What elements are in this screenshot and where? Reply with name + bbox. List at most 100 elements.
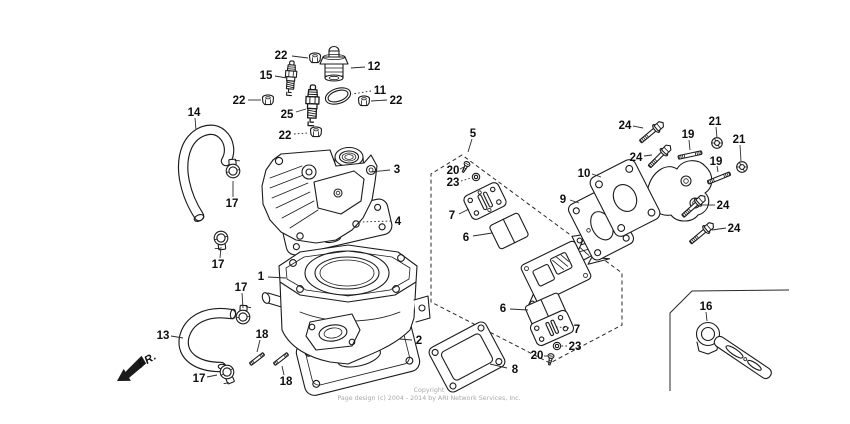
- part-number-20-28[interactable]: 20: [531, 350, 544, 362]
- part-number-9-31[interactable]: 9: [560, 194, 566, 206]
- part-number-7-26[interactable]: 7: [574, 324, 580, 336]
- fr-label: FR.: [136, 350, 159, 370]
- hose-clamp-17-c: [234, 303, 253, 325]
- cap-nut-21-b: [736, 161, 748, 173]
- wrench-inset-boundary: [669, 289, 790, 391]
- part-number-15-2[interactable]: 15: [260, 70, 273, 82]
- part-number-11-3[interactable]: 11: [374, 85, 387, 97]
- part-number-19-37[interactable]: 19: [710, 156, 723, 168]
- reed-valve-assembly-boundary: [430, 154, 623, 364]
- stud-19-a: [677, 150, 703, 160]
- leader-line-12-1: [350, 66, 366, 69]
- leader-line-20-21: [459, 166, 465, 170]
- part-number-22-7[interactable]: 22: [279, 130, 292, 142]
- reed-gasket-8-drawing: [428, 321, 506, 393]
- part-number-17-15[interactable]: 17: [226, 198, 239, 210]
- leader-line-3-8: [369, 169, 391, 173]
- leader-line-14-14: [194, 117, 197, 131]
- flange-nut-22-a: [308, 52, 322, 64]
- leader-line-17-17: [241, 292, 244, 309]
- part-number-18-13[interactable]: 18: [280, 376, 293, 388]
- leader-line-19-37: [716, 165, 719, 173]
- part-number-16-40[interactable]: 16: [700, 301, 713, 313]
- part-number-19-34[interactable]: 19: [682, 129, 695, 141]
- leader-line-11-3: [351, 90, 372, 95]
- leader-line-5-20: [467, 138, 473, 153]
- part-number-22-0[interactable]: 22: [275, 50, 288, 62]
- flange-bolt-24-d: [686, 219, 717, 247]
- leader-line-6-25: [509, 308, 529, 311]
- part-number-23-22[interactable]: 23: [447, 177, 460, 189]
- part-number-24-39[interactable]: 24: [728, 223, 741, 235]
- screw-20-b: [545, 352, 555, 366]
- part-number-7-23[interactable]: 7: [449, 210, 455, 222]
- water-hose-13-drawing: [178, 307, 237, 373]
- part-number-18-12[interactable]: 18: [256, 329, 269, 341]
- leader-line-10-30: [591, 173, 602, 178]
- leader-line-1-10: [267, 276, 287, 279]
- part-number-24-32[interactable]: 24: [619, 120, 632, 132]
- part-number-24-33[interactable]: 24: [630, 152, 643, 164]
- leader-line-22-5: [370, 99, 388, 102]
- part-number-6-24[interactable]: 6: [463, 232, 469, 244]
- flange-nut-22-c: [357, 95, 371, 107]
- part-number-20-21[interactable]: 20: [447, 165, 460, 177]
- part-number-10-30[interactable]: 10: [578, 168, 591, 180]
- part-number-21-36[interactable]: 21: [733, 134, 746, 146]
- leader-line-24-39: [711, 227, 727, 231]
- cylinder-1-drawing: [261, 244, 431, 365]
- part-number-17-16[interactable]: 17: [212, 259, 225, 271]
- leader-line-7-23: [458, 208, 470, 215]
- part-number-12-1[interactable]: 12: [368, 61, 381, 73]
- part-number-3-8[interactable]: 3: [394, 164, 400, 176]
- leader-line-15-2: [274, 75, 288, 79]
- spark-plug-25-drawing: [304, 84, 321, 127]
- copyright-line-1: Copyright: [414, 387, 445, 394]
- part-number-2-11[interactable]: 2: [416, 335, 422, 347]
- leader-line-8-29: [489, 363, 508, 369]
- flange-nut-22-d: [309, 126, 323, 138]
- leader-line-6-24: [472, 232, 493, 237]
- part-number-1-10[interactable]: 1: [258, 271, 265, 283]
- flange-nut-22-b: [261, 94, 275, 106]
- plug-wrench-16-drawing: [695, 321, 772, 380]
- part-number-4-9[interactable]: 4: [395, 216, 402, 228]
- part-number-8-29[interactable]: 8: [512, 364, 519, 376]
- leader-line-17-19: [206, 374, 218, 378]
- cap-nut-21-a: [711, 137, 723, 149]
- part-number-14-14[interactable]: 14: [188, 107, 201, 119]
- thermo-sensor-12-drawing: [319, 45, 349, 82]
- part-number-24-38[interactable]: 24: [717, 200, 730, 212]
- part-number-13-18[interactable]: 13: [157, 330, 170, 342]
- reed-plate-7-upper-drawing: [463, 182, 507, 220]
- leader-line-4-9: [359, 220, 392, 223]
- part-number-21-35[interactable]: 21: [709, 116, 722, 128]
- stud-18-b: [272, 351, 290, 367]
- front-direction-arrow-icon: FR.: [117, 350, 159, 381]
- part-number-22-5[interactable]: 22: [390, 95, 403, 107]
- reed-6-upper-drawing: [489, 212, 529, 250]
- part-number-17-19[interactable]: 17: [193, 373, 206, 385]
- leader-line-22-0: [291, 55, 309, 59]
- leader-line-25-6: [295, 108, 307, 113]
- leader-line-24-33: [643, 154, 653, 157]
- part-number-25-6[interactable]: 25: [281, 109, 294, 121]
- leader-line-24-32: [632, 125, 644, 129]
- stud-18-a: [248, 351, 266, 367]
- screw-20-a: [459, 160, 472, 174]
- leader-line-21-36: [739, 144, 742, 162]
- part-number-17-17[interactable]: 17: [235, 282, 248, 294]
- part-number-23-27[interactable]: 23: [569, 341, 582, 353]
- leader-line-16-40: [705, 311, 708, 322]
- leader-line-9-31: [569, 199, 580, 204]
- leader-line-23-22: [460, 177, 472, 182]
- cylinder-head-3-drawing: [261, 146, 378, 244]
- part-number-22-4[interactable]: 22: [233, 95, 246, 107]
- part-number-5-20[interactable]: 5: [470, 128, 477, 140]
- part-number-6-25[interactable]: 6: [500, 303, 506, 315]
- washer-23-a: [471, 172, 481, 182]
- leader-line-17-16: [219, 246, 222, 259]
